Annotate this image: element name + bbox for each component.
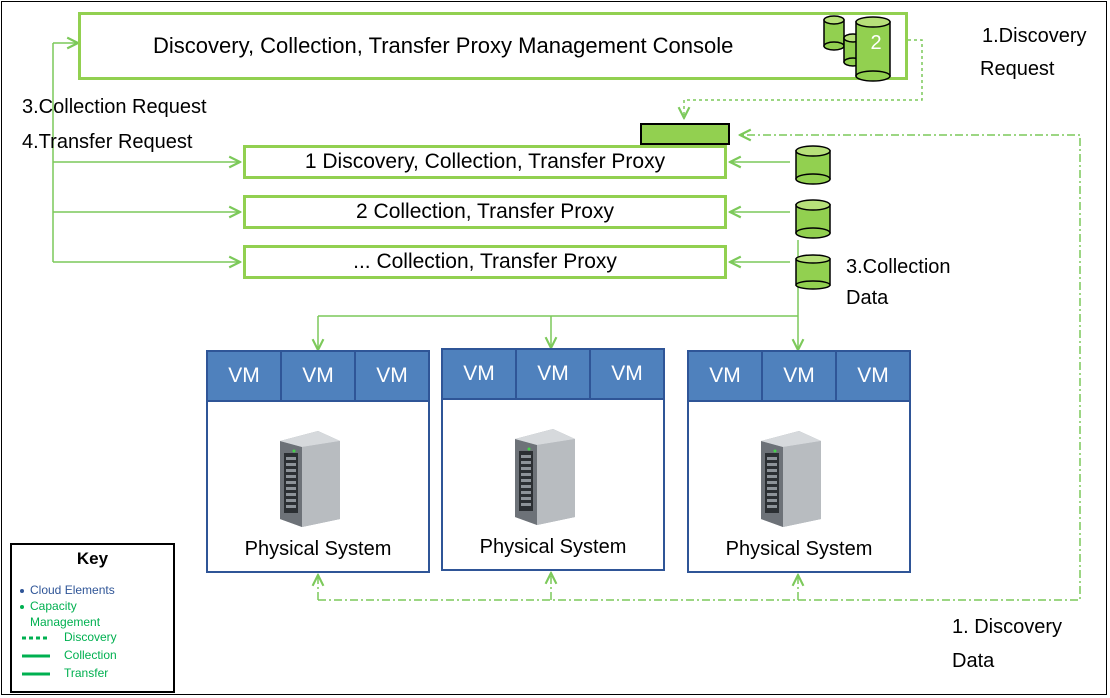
proxy-2-label: 2 Collection, Transfer Proxy: [356, 200, 614, 223]
vm-tile: VM: [837, 352, 909, 402]
management-console-box: Discovery, Collection, Transfer Proxy Ma…: [78, 12, 908, 80]
bullet-icon: [20, 604, 24, 609]
discovery-agent-bar: [640, 123, 730, 145]
vm-tile: VM: [282, 352, 356, 402]
proxy-3-box: ... Collection, Transfer Proxy: [243, 245, 727, 279]
legend-collection-label: Collection: [64, 648, 117, 662]
transfer-request-label: 4.Transfer Request: [22, 131, 193, 153]
discovery-request-line: [684, 39, 923, 118]
vm-tile: VM: [689, 352, 763, 402]
server-tower-icon: [280, 431, 340, 527]
proxy-3-label: ... Collection, Transfer Proxy: [353, 250, 617, 273]
legend-title: Key: [76, 549, 109, 568]
physical-system-3-label: Physical System: [725, 538, 873, 560]
proxy-2-box: 2 Collection, Transfer Proxy: [243, 195, 727, 229]
discovery-request-label-line1: 1.Discovery: [982, 25, 1087, 47]
physical-system-1-label: Physical System: [244, 538, 392, 560]
legend-transfer-label: Transfer: [64, 666, 109, 680]
vm-tile: VM: [763, 352, 837, 402]
collection-data-label-line1: 3.Collection: [846, 256, 951, 278]
legend-discovery-label: Discovery: [64, 630, 117, 644]
vm-tile: VM: [356, 352, 428, 402]
proxy-1-box: 1 Discovery, Collection, Transfer Proxy: [243, 145, 727, 179]
vm-tile: VM: [591, 350, 663, 400]
collection-request-label: 3.Collection Request: [22, 96, 207, 118]
console-database-icon: [823, 15, 891, 82]
vm-tile: VM: [208, 352, 282, 402]
console-badge: 2: [870, 32, 882, 54]
management-console-label: Discovery, Collection, Transfer Proxy Ma…: [153, 33, 734, 58]
legend-capacity-label: Capacity: [30, 599, 77, 613]
bullet-icon: [20, 588, 24, 593]
server-tower-icon: [515, 429, 575, 525]
discovery-data-label-line2: Data: [952, 650, 995, 672]
discovery-data-line: [318, 135, 1081, 601]
proxy-1-label: 1 Discovery, Collection, Transfer Proxy: [304, 150, 666, 173]
physical-system-1: VM VM VM Physical System: [206, 350, 430, 573]
collection-data-label-line2: Data: [846, 287, 889, 309]
legend-cloud-elements: Cloud Elements: [20, 583, 115, 598]
legend-management-label: Management: [30, 615, 101, 629]
vm-tile: VM: [443, 350, 517, 400]
collection-database-icons: [795, 145, 831, 290]
legend-cloud-elements-label: Cloud Elements: [30, 583, 115, 597]
legend-box: Key Cloud Elements Capacity Management D…: [10, 543, 175, 693]
vm-tile: VM: [517, 350, 591, 400]
physical-system-3: VM VM VM Physical System: [687, 350, 911, 573]
legend-line-samples: [22, 636, 50, 676]
server-tower-icon: [761, 431, 821, 527]
physical-system-2-label: Physical System: [479, 536, 627, 558]
discovery-data-label-line1: 1. Discovery: [952, 616, 1063, 638]
legend-capacity: Capacity: [20, 599, 77, 614]
physical-system-2: VM VM VM Physical System: [441, 348, 665, 571]
discovery-request-label-line2: Request: [980, 58, 1055, 80]
